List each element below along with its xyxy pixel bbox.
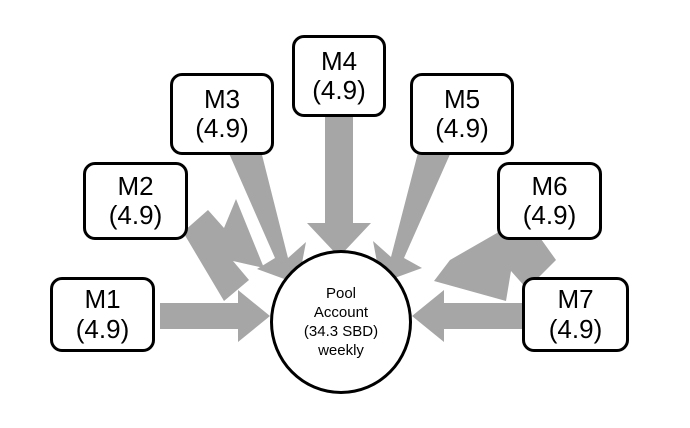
member-value-m6: (4.9) (522, 200, 577, 230)
member-node-m4[interactable]: M4 (4.9) (292, 35, 386, 117)
member-label-m3: M3 (203, 83, 241, 114)
member-value-m2: (4.9) (108, 200, 163, 230)
member-node-m7[interactable]: M7 (4.9) (522, 277, 629, 352)
member-node-m6[interactable]: M6 (4.9) (497, 162, 602, 240)
pool-account-line-2: Account (313, 303, 369, 321)
member-label-m6: M6 (531, 170, 568, 201)
member-node-m2[interactable]: M2 (4.9) (83, 162, 188, 240)
member-node-m5[interactable]: M5 (4.9) (410, 73, 514, 155)
member-label-m5: M5 (443, 83, 481, 114)
member-value-m7: (4.9) (548, 313, 603, 344)
member-node-m3[interactable]: M3 (4.9) (170, 73, 274, 155)
member-value-m1: (4.9) (75, 313, 130, 344)
member-node-m1[interactable]: M1 (4.9) (50, 277, 155, 352)
member-value-m4: (4.9) (312, 75, 366, 105)
member-value-m5: (4.9) (435, 113, 489, 143)
member-label-m2: M2 (117, 170, 154, 201)
arrow-m7-to-pool (412, 290, 522, 342)
member-value-m3: (4.9) (195, 113, 249, 143)
member-label-m7: M7 (557, 284, 594, 315)
member-label-m1: M1 (84, 284, 121, 315)
pool-account-node[interactable]: Pool Account (34.3 SBD) weekly (270, 250, 412, 394)
arrow-m5-to-pool (373, 145, 451, 283)
arrow-m3-to-pool (228, 143, 306, 284)
member-label-m4: M4 (320, 45, 358, 76)
pool-account-line-1: Pool (325, 284, 357, 302)
arrow-m4-to-pool (307, 115, 371, 257)
arrow-m1-to-pool (160, 290, 270, 342)
pool-account-line-3: (34.3 SBD) (303, 323, 379, 340)
pool-account-line-4: weekly (318, 342, 364, 360)
arrow-m2-to-pool (183, 199, 264, 301)
